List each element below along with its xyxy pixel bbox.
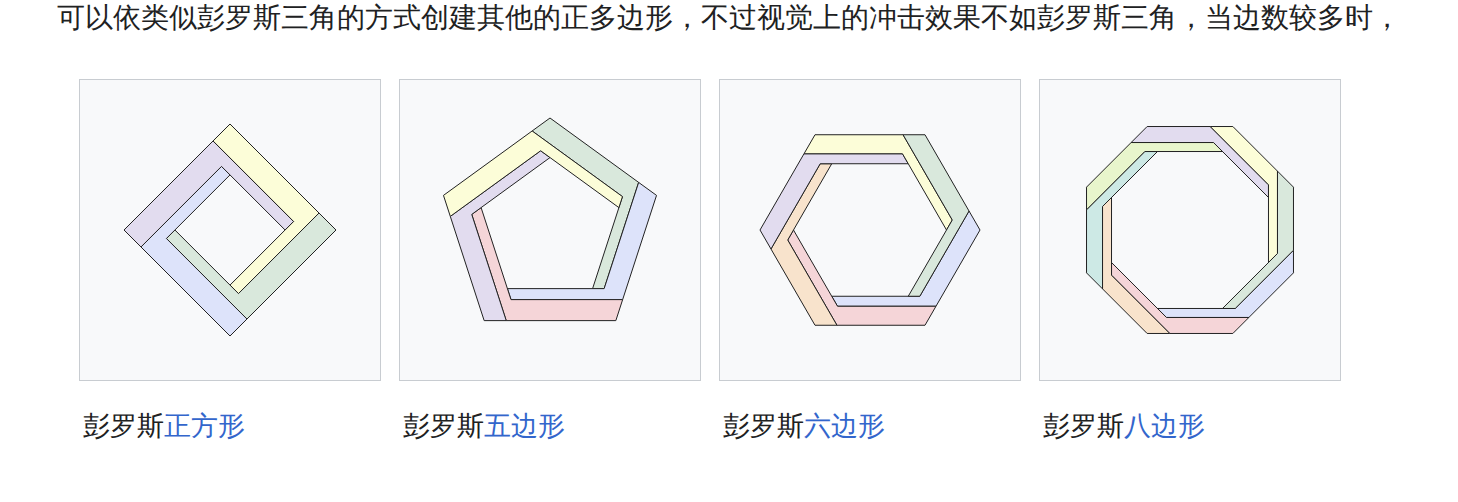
caption-text: 彭罗斯 (83, 410, 164, 441)
beam-face (1087, 143, 1223, 210)
beam-face (903, 135, 969, 297)
penrose-polygon (400, 80, 700, 380)
penrose-polygon (720, 80, 1020, 380)
intro-text: 可以依类似彭罗斯三角的方式创建其他的正多边形，不过视觉上的冲击效果不如彭罗斯三角… (57, 2, 1401, 34)
caption-text: 彭罗斯 (403, 410, 484, 441)
beam-face (760, 154, 908, 249)
beam-face (507, 182, 656, 299)
beam-face (443, 131, 622, 216)
beam-face (1223, 171, 1294, 308)
figure-caption: 彭罗斯六边形 (723, 410, 885, 442)
caption-link: 正方形 (164, 410, 245, 441)
figure-caption: 彭罗斯正方形 (83, 410, 245, 442)
caption-link: 六边形 (804, 410, 885, 441)
figure-panel: 彭罗斯六边形 (719, 79, 1021, 381)
figure-panel: 彭罗斯五边形 (399, 79, 701, 381)
beam-face (124, 141, 294, 247)
penrose-polygon (1040, 80, 1340, 380)
caption-link: 八边形 (1124, 410, 1205, 441)
caption-text: 彭罗斯 (723, 410, 804, 441)
beam-face (1103, 197, 1170, 333)
figure-panel: 彭罗斯正方形 (79, 79, 381, 381)
caption-link: 五边形 (484, 410, 565, 441)
figure-caption: 彭罗斯五边形 (403, 410, 565, 442)
penrose-polygon (80, 80, 380, 380)
beam-face (1210, 127, 1277, 263)
figure-panel: 彭罗斯八边形 (1039, 79, 1341, 381)
figure-caption: 彭罗斯八边形 (1043, 410, 1205, 442)
caption-text: 彭罗斯 (1043, 410, 1124, 441)
